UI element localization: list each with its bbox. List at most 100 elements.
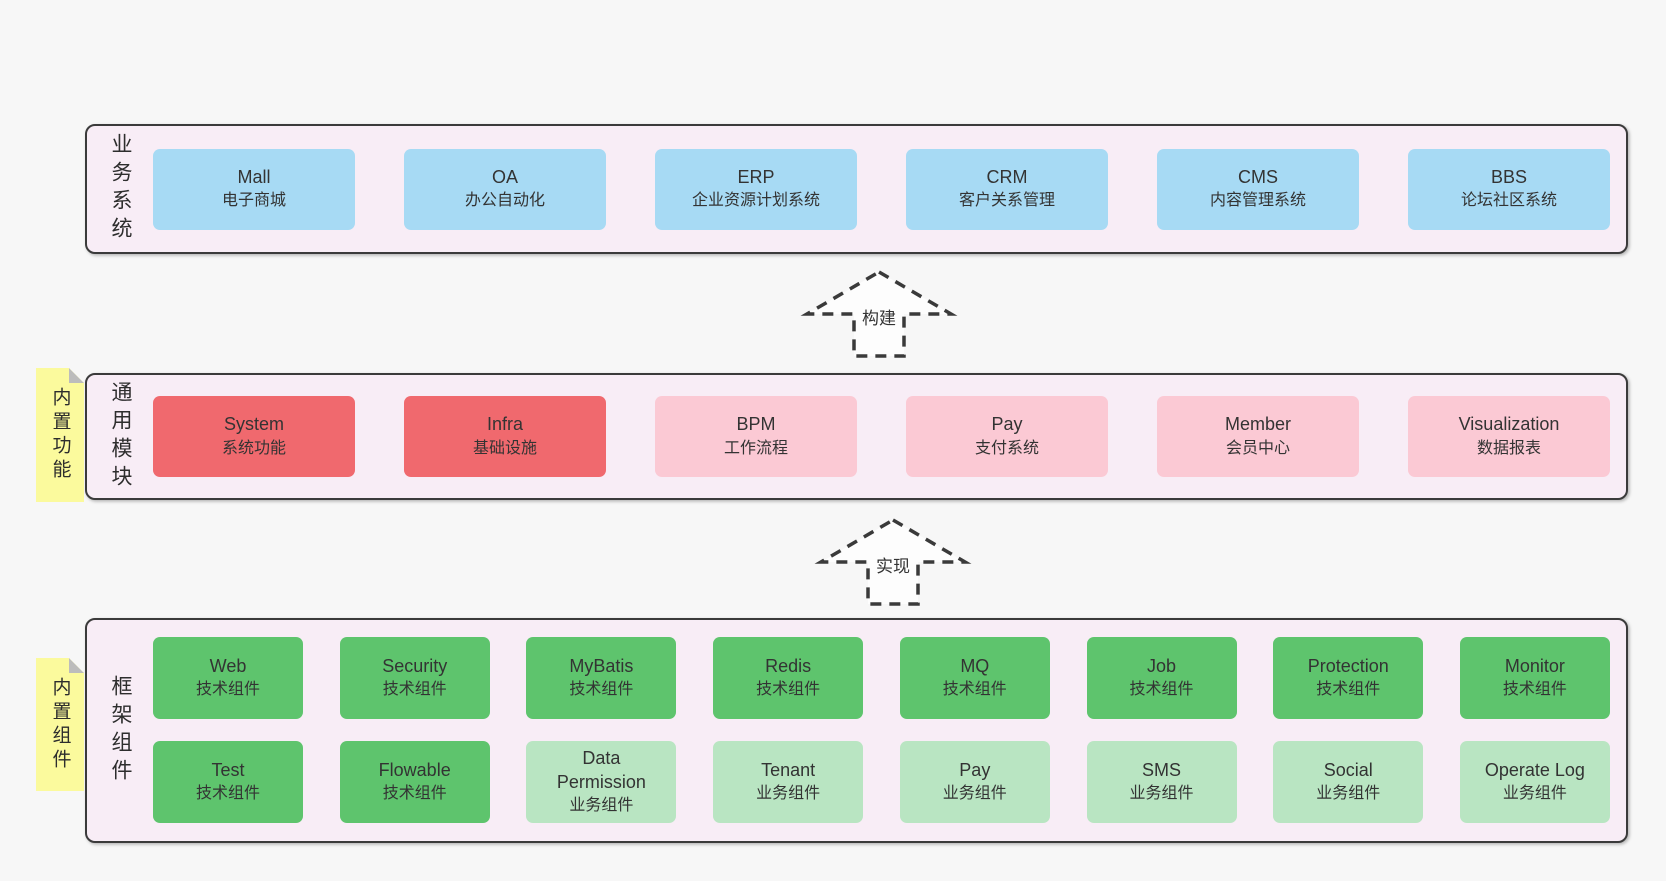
box-name: System <box>223 414 284 435</box>
box-subtitle: 工作流程 <box>723 439 788 457</box>
box-name: Redis <box>765 655 812 676</box>
sticky-label: 内置组件 <box>49 676 71 773</box>
box-flowable: Flowable 技术组件 <box>339 741 490 823</box>
box-subtitle: 客户关系管理 <box>958 192 1055 210</box>
box-subtitle: 系统功能 <box>221 439 286 457</box>
box-name: OA <box>491 166 518 187</box>
box-subtitle: 支付系统 <box>974 439 1039 457</box>
arrow-label: 构建 <box>805 302 953 331</box>
box-web: Web 技术组件 <box>153 637 303 719</box>
box-subtitle: 内容管理系统 <box>1209 192 1306 210</box>
box-mq: MQ 技术组件 <box>899 637 1050 719</box>
panel-vertical-label: 通用模块 <box>109 380 132 493</box>
box-subtitle: 技术组件 <box>382 785 447 803</box>
box-tenant: Tenant 业务组件 <box>713 741 864 823</box>
box-oa: OA 办公自动化 <box>404 148 606 230</box>
arrow-build: 构建 <box>800 269 958 358</box>
box-operate-log: Operate Log 业务组件 <box>1459 741 1610 823</box>
box-mall: Mall 电子商城 <box>153 148 355 230</box>
box-monitor: Monitor 技术组件 <box>1459 637 1610 719</box>
framework-components-row-1: Web 技术组件 Security 技术组件 MyBatis 技术组件 Redi… <box>153 637 1610 719</box>
box-name: MyBatis <box>569 655 634 676</box>
box-name: Infra <box>486 414 524 435</box>
box-subtitle: 业务组件 <box>1502 785 1567 803</box>
box-cms: CMS 内容管理系统 <box>1157 148 1359 230</box>
sticky-note-built-in-components: 内置组件 <box>36 658 84 791</box>
box-subtitle: 技术组件 <box>195 681 260 699</box>
box-subtitle: 业务组件 <box>756 785 821 803</box>
box-name: Flowable <box>378 759 451 780</box>
arrow-label: 实现 <box>819 550 967 579</box>
sticky-label: 内置功能 <box>49 387 71 483</box>
box-system: System 系统功能 <box>153 396 355 477</box>
box-subtitle: 业务组件 <box>1129 785 1194 803</box>
box-name: Operate Log <box>1484 759 1585 780</box>
panel-vertical-label: 框架组件 <box>109 674 132 787</box>
box-infra: Infra 基础设施 <box>404 396 606 477</box>
box-name: Job <box>1147 655 1177 676</box>
box-visualization: Visualization 数据报表 <box>1408 396 1610 477</box>
box-name: Data Permission <box>556 748 646 792</box>
box-subtitle: 技术组件 <box>569 681 634 699</box>
box-subtitle: 技术组件 <box>1316 681 1381 699</box>
box-subtitle: 基础设施 <box>472 439 537 457</box>
box-name: Security <box>382 655 448 676</box>
box-subtitle: 技术组件 <box>1502 681 1567 699</box>
box-name: CMS <box>1238 166 1278 187</box>
box-subtitle: 数据报表 <box>1476 439 1541 457</box>
box-bpm: BPM 工作流程 <box>655 396 857 477</box>
box-pay: Pay 支付系统 <box>906 396 1108 477</box>
common-modules-row: System 系统功能 Infra 基础设施 BPM 工作流程 Pay 支付系统… <box>153 375 1610 498</box>
folded-corner-icon <box>69 658 84 673</box>
box-sms: SMS 业务组件 <box>1086 741 1237 823</box>
box-subtitle: 技术组件 <box>195 785 260 803</box>
box-name: Pay <box>991 414 1023 435</box>
box-name: SMS <box>1142 759 1182 780</box>
box-subtitle: 业务组件 <box>569 796 634 814</box>
box-name: BBS <box>1490 166 1528 187</box>
sticky-note-built-in-features: 内置功能 <box>36 368 84 502</box>
box-subtitle: 论坛社区系统 <box>1460 192 1557 210</box>
box-name: Visualization <box>1458 414 1560 435</box>
box-erp: ERP 企业资源计划系统 <box>655 148 857 230</box>
box-name: Mall <box>237 166 271 187</box>
box-name: Tenant <box>761 759 816 780</box>
box-pay-biz: Pay 业务组件 <box>899 741 1050 823</box>
box-name: Social <box>1323 759 1373 780</box>
box-name: Pay <box>959 759 991 780</box>
box-name: CRM <box>986 166 1028 187</box>
box-social: Social 业务组件 <box>1273 741 1424 823</box>
box-security: Security 技术组件 <box>339 637 490 719</box>
panel-framework-components: 框架组件 Web 技术组件 Security 技术组件 MyBatis 技术组件… <box>85 618 1628 843</box>
box-name: ERP <box>737 166 775 187</box>
box-name: Monitor <box>1504 655 1565 676</box>
box-protection: Protection 技术组件 <box>1273 637 1424 719</box>
box-subtitle: 会员中心 <box>1225 439 1290 457</box>
box-subtitle: 业务组件 <box>942 785 1007 803</box>
panel-common-modules: 通用模块 System 系统功能 Infra 基础设施 BPM 工作流程 Pay… <box>85 373 1628 500</box>
box-redis: Redis 技术组件 <box>713 637 864 719</box>
box-test: Test 技术组件 <box>153 741 303 823</box>
box-subtitle: 企业资源计划系统 <box>691 192 820 210</box>
arrow-implement: 实现 <box>814 517 972 606</box>
box-bbs: BBS 论坛社区系统 <box>1408 148 1610 230</box>
box-subtitle: 技术组件 <box>382 681 447 699</box>
box-subtitle: 技术组件 <box>1129 681 1194 699</box>
box-name: Test <box>211 759 245 780</box>
box-name: BPM <box>736 414 776 435</box>
box-mybatis: MyBatis 技术组件 <box>526 637 677 719</box>
framework-components-row-2: Test 技术组件 Flowable 技术组件 Data Permission … <box>153 741 1610 823</box>
box-name: Protection <box>1307 655 1389 676</box>
panel-vertical-label: 业务系统 <box>109 133 132 245</box>
box-member: Member 会员中心 <box>1157 396 1359 477</box>
box-name: Web <box>209 655 247 676</box>
panel-business-systems: 业务系统 Mall 电子商城 OA 办公自动化 ERP 企业资源计划系统 CRM… <box>85 124 1628 254</box>
box-subtitle: 电子商城 <box>221 192 286 210</box>
box-job: Job 技术组件 <box>1086 637 1237 719</box>
box-name: MQ <box>960 655 990 676</box>
box-subtitle: 技术组件 <box>942 681 1007 699</box>
box-name: Member <box>1224 414 1291 435</box>
box-crm: CRM 客户关系管理 <box>906 148 1108 230</box>
box-data-permission: Data Permission 业务组件 <box>526 741 677 823</box>
